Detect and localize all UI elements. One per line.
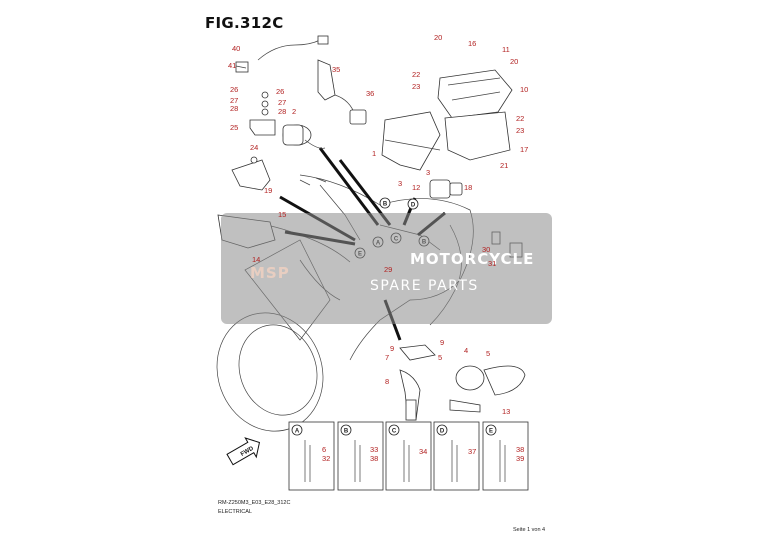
fwd-arrow-icon: FWD [226, 437, 261, 466]
callout-2: 2 [292, 107, 296, 116]
callout-13: 13 [502, 407, 510, 416]
callout-9-right: 9 [440, 338, 444, 347]
bracket-part-7 [399, 344, 436, 361]
callout-10: 10 [520, 85, 528, 94]
callout-26-left: 26 [230, 85, 238, 94]
detail-e-label: E [489, 429, 493, 435]
callout-27-left: 27 [230, 96, 238, 105]
callout-17: 17 [520, 145, 528, 154]
callout-20-right: 20 [510, 57, 518, 66]
callout-22-right: 22 [516, 114, 524, 123]
callout-23-left: 23 [412, 82, 420, 91]
callout-35: 35 [332, 65, 340, 74]
callout-21: 21 [500, 161, 508, 170]
ecm-part-10 [437, 69, 513, 119]
callout-31: 31 [488, 259, 496, 268]
watermark-line1: MOTORCYCLE [410, 250, 534, 268]
detail-box-a: A 6 32 [288, 421, 335, 491]
callout-28-left: 28 [230, 104, 238, 113]
detail-box-b: B 33 38 [337, 421, 384, 491]
ignition-coil-part-2 [282, 124, 326, 149]
callout-5-right: 5 [486, 349, 490, 358]
callout-34: 34 [419, 447, 427, 456]
callout-37: 37 [468, 447, 476, 456]
callout-16: 16 [468, 39, 476, 48]
detail-b-label: B [344, 429, 349, 435]
bracket-part-25 [249, 91, 276, 136]
callout-29: 29 [384, 265, 392, 274]
callout-20-left: 20 [434, 33, 442, 42]
ref-b-top: B [383, 202, 388, 208]
callout-15: 15 [278, 210, 286, 219]
sensor-part-12 [429, 179, 463, 199]
callout-40: 40 [232, 44, 240, 53]
callout-numbers: 40 41 26 26 27 27 28 28 25 2 35 36 24 19… [228, 33, 528, 416]
detail-d-label: D [440, 429, 445, 435]
callout-23-right: 23 [516, 126, 524, 135]
detail-box-e: E 38 39 [482, 421, 529, 491]
detail-box-c: C 34 [385, 421, 432, 491]
callout-3-right: 3 [426, 168, 430, 177]
callout-33: 33 [370, 445, 378, 454]
callout-12: 12 [412, 183, 420, 192]
callout-9-left: 9 [390, 344, 394, 353]
callout-8: 8 [385, 377, 389, 386]
callout-26-right: 26 [276, 87, 284, 96]
watermark: MSP MOTORCYCLE SPARE PARTS [221, 213, 552, 324]
figure-code: RM-Z250M3_E03_E28_312C [218, 500, 291, 506]
callout-38-e: 38 [516, 445, 524, 454]
callout-22-left: 22 [412, 70, 420, 79]
coil-part-13 [449, 365, 526, 413]
plug-cap-part-8 [399, 369, 421, 421]
bracket-part-1 [381, 111, 441, 171]
callout-28-right: 28 [278, 107, 286, 116]
detail-box-d: D 37 [433, 421, 480, 491]
callout-25: 25 [230, 123, 238, 132]
bracket-part-17 [444, 111, 511, 161]
callout-7: 7 [385, 353, 389, 362]
bracket-part-19 [231, 156, 271, 191]
callout-30: 30 [482, 245, 490, 254]
ref-d-top: D [411, 203, 416, 209]
callout-18: 18 [464, 183, 472, 192]
callout-41: 41 [228, 61, 236, 70]
callout-32: 32 [322, 454, 330, 463]
callout-36: 36 [366, 89, 374, 98]
callout-6: 6 [322, 445, 326, 454]
callout-5-left: 5 [438, 353, 442, 362]
callout-27-right: 27 [278, 98, 286, 107]
page-indicator: Seite 1 von 4 [513, 527, 546, 533]
callout-39: 39 [516, 454, 524, 463]
wire-harness-part-40 [235, 35, 329, 73]
callout-24: 24 [250, 143, 258, 152]
callout-4: 4 [464, 346, 468, 355]
figure-title: FIG.312C [205, 14, 284, 32]
figure-caption: ELECTRICAL [218, 509, 252, 515]
callout-19: 19 [264, 186, 272, 195]
watermark-line2: SPARE PARTS [370, 278, 479, 294]
connector-part-36 [349, 109, 367, 125]
callout-14: 14 [252, 255, 260, 264]
detail-c-label: C [392, 429, 397, 435]
callout-11: 11 [502, 45, 510, 54]
callout-3-left: 3 [398, 179, 402, 188]
callout-1: 1 [372, 149, 376, 158]
callout-38-b: 38 [370, 454, 378, 463]
watermark-logo: MSP [250, 264, 290, 282]
detail-a-label: A [295, 429, 300, 435]
